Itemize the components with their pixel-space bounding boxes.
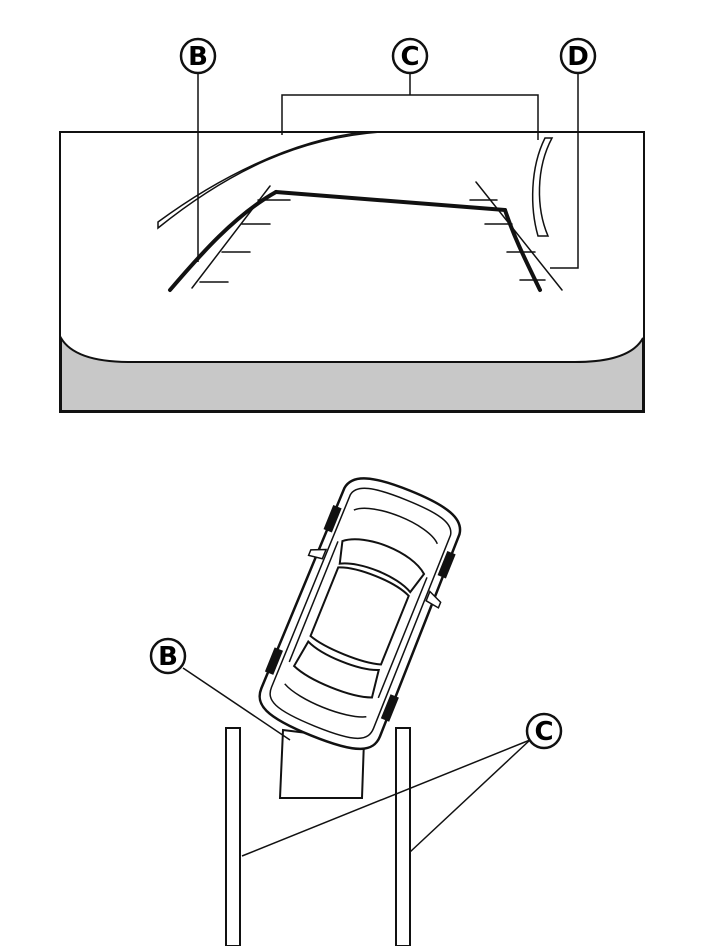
callout-bottom-c-leader-right xyxy=(409,739,531,853)
callout-bottom-c-leader-left xyxy=(241,739,531,857)
right-vehicle-edge xyxy=(531,137,554,237)
callout-bottom-b: B xyxy=(149,637,187,675)
callout-bottom-c: C xyxy=(525,712,563,750)
right-distance-marks xyxy=(469,199,546,281)
callout-top-c-label: C xyxy=(400,42,419,72)
parking-line-right xyxy=(395,727,411,946)
rear-right-tire xyxy=(380,694,399,722)
rear-window xyxy=(292,639,381,699)
callout-top-d-label: D xyxy=(567,42,589,72)
callout-top-c: C xyxy=(391,37,429,75)
car-body-inner xyxy=(269,487,452,739)
callout-top-b-label: B xyxy=(188,42,208,72)
callout-bottom-c-label: C xyxy=(534,717,553,747)
parking-line-left xyxy=(225,727,241,946)
callout-d-leader xyxy=(550,73,579,269)
left-distance-marks xyxy=(199,199,291,283)
top-down-parking-view: B C xyxy=(149,477,563,946)
left-vehicle-edge xyxy=(157,131,381,230)
windshield xyxy=(338,538,426,594)
callout-top-d: D xyxy=(559,37,597,75)
callout-top-b: B xyxy=(179,37,217,75)
callout-bottom-b-label: B xyxy=(158,642,178,672)
front-left-tire xyxy=(323,504,342,533)
predicted-course-top-line xyxy=(274,190,507,212)
bumper-view-area xyxy=(60,334,644,412)
left-mirror xyxy=(307,548,328,560)
right-mirror xyxy=(425,590,442,609)
car-top-view xyxy=(258,477,462,751)
roof xyxy=(309,566,410,666)
rear-left-tire xyxy=(264,647,283,675)
front-right-tire xyxy=(437,551,456,579)
camera-display-panel: B C D xyxy=(59,37,645,413)
vehicle-width-guide-left xyxy=(191,185,271,289)
callout-bottom-b-leader xyxy=(182,667,291,741)
